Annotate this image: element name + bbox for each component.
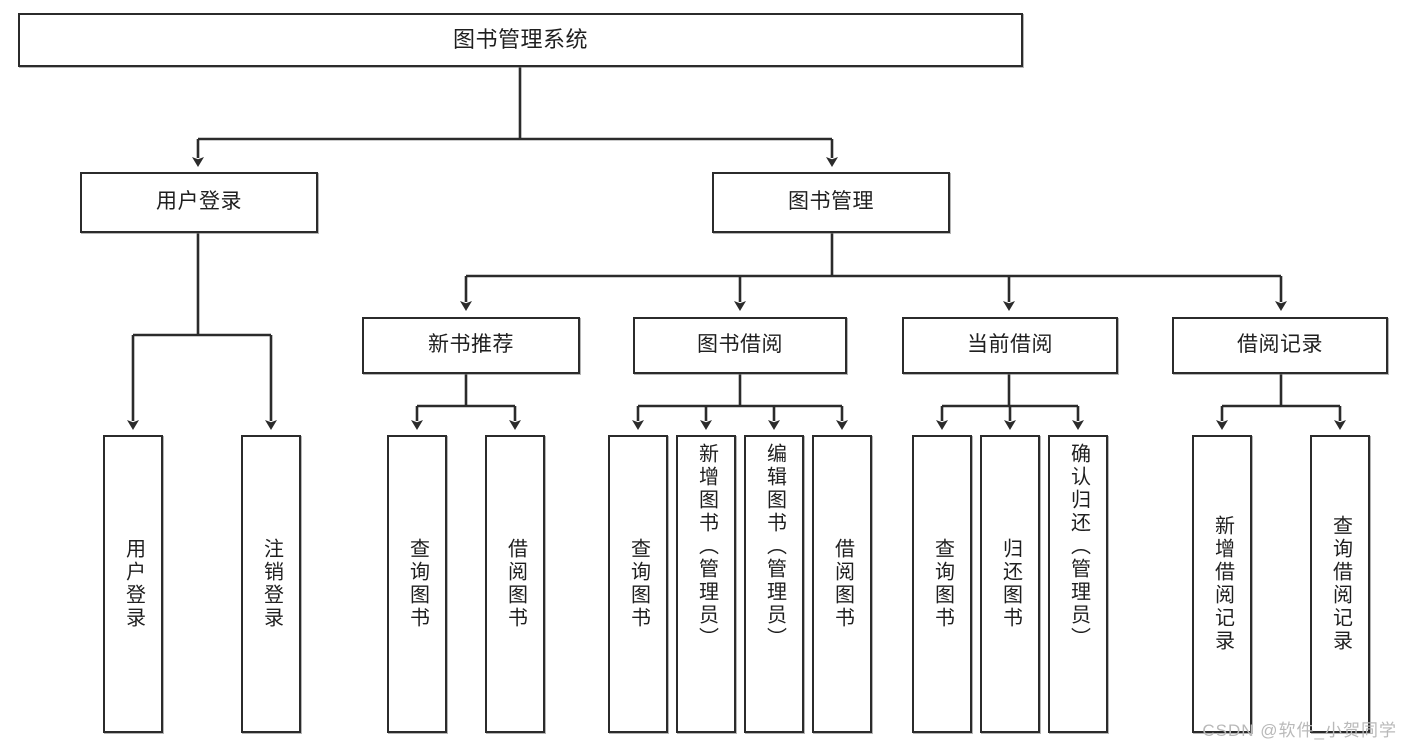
node-leaf-logout-label: 注销登录 <box>260 538 283 630</box>
node-leaf-edit-book-label: 编辑图书（管理员） <box>763 443 786 650</box>
node-user-login[interactable]: 用户登录 <box>80 172 318 233</box>
watermark-text: CSDN @软件_小贺同学 <box>1202 721 1397 740</box>
node-leaf-user-login[interactable]: 用户登录 <box>103 435 163 733</box>
node-root-label: 图书管理系统 <box>452 27 588 53</box>
node-book-manage-label: 图书管理 <box>788 190 874 214</box>
node-leaf-add-book-label: 新增图书（管理员） <box>695 443 718 650</box>
node-leaf-borrow-book-1-label: 借阅图书 <box>504 538 527 630</box>
node-current-borrow-label: 当前借阅 <box>967 333 1053 357</box>
node-new-book-recommend[interactable]: 新书推荐 <box>362 317 580 374</box>
node-leaf-confirm-return[interactable]: 确认归还（管理员） <box>1048 435 1108 733</box>
node-borrow-record[interactable]: 借阅记录 <box>1172 317 1388 374</box>
node-leaf-query-book-3[interactable]: 查询图书 <box>912 435 972 733</box>
node-book-borrow[interactable]: 图书借阅 <box>633 317 847 374</box>
node-leaf-query-record[interactable]: 查询借阅记录 <box>1310 435 1370 733</box>
node-leaf-query-book-3-label: 查询图书 <box>931 538 954 630</box>
node-leaf-query-book-2-label: 查询图书 <box>627 538 650 630</box>
node-leaf-add-record[interactable]: 新增借阅记录 <box>1192 435 1252 733</box>
node-leaf-edit-book[interactable]: 编辑图书（管理员） <box>744 435 804 733</box>
node-leaf-query-book-1[interactable]: 查询图书 <box>387 435 447 733</box>
node-leaf-user-login-label: 用户登录 <box>122 538 145 630</box>
node-leaf-return-book-label: 归还图书 <box>999 538 1022 630</box>
node-leaf-borrow-book-1[interactable]: 借阅图书 <box>485 435 545 733</box>
node-current-borrow[interactable]: 当前借阅 <box>902 317 1118 374</box>
node-leaf-borrow-book-2[interactable]: 借阅图书 <box>812 435 872 733</box>
node-leaf-add-book[interactable]: 新增图书（管理员） <box>676 435 736 733</box>
node-root[interactable]: 图书管理系统 <box>18 13 1023 67</box>
node-user-login-label: 用户登录 <box>156 190 242 214</box>
node-book-borrow-label: 图书借阅 <box>697 333 783 357</box>
node-borrow-record-label: 借阅记录 <box>1237 333 1323 357</box>
node-leaf-query-book-2[interactable]: 查询图书 <box>608 435 668 733</box>
node-leaf-query-record-label: 查询借阅记录 <box>1329 515 1352 653</box>
node-leaf-borrow-book-2-label: 借阅图书 <box>831 538 854 630</box>
node-leaf-query-book-1-label: 查询图书 <box>406 538 429 630</box>
node-leaf-confirm-return-label: 确认归还（管理员） <box>1067 443 1090 650</box>
node-leaf-return-book[interactable]: 归还图书 <box>980 435 1040 733</box>
node-leaf-add-record-label: 新增借阅记录 <box>1211 515 1234 653</box>
node-new-book-recommend-label: 新书推荐 <box>428 333 514 357</box>
node-leaf-logout[interactable]: 注销登录 <box>241 435 301 733</box>
node-book-manage[interactable]: 图书管理 <box>712 172 950 233</box>
